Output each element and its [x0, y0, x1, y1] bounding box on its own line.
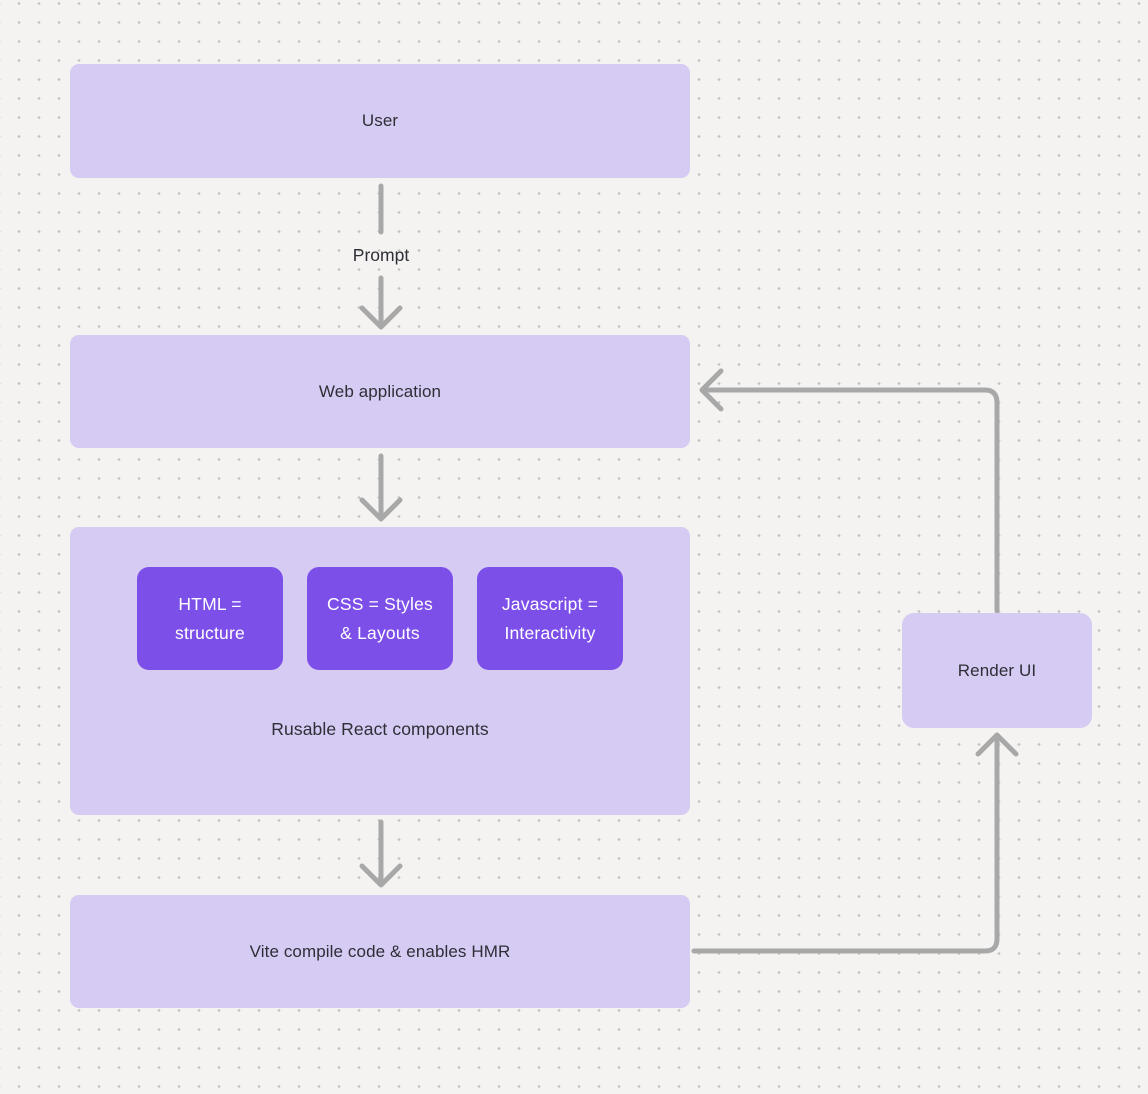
node-web-application-label: Web application	[318, 381, 442, 401]
arrowhead-down-vite	[359, 863, 403, 888]
node-render-ui[interactable]: Render UI	[902, 613, 1092, 728]
arrowhead-down-webapp	[359, 305, 403, 330]
chip-javascript[interactable]: Javascript = Interactivity	[477, 567, 623, 670]
arrowhead-down-group	[359, 497, 403, 522]
chip-javascript-label: Javascript = Interactivity	[501, 593, 599, 643]
chip-html-label: HTML = structure	[175, 593, 245, 643]
connector-render-to-webapp	[700, 387, 1000, 614]
node-vite[interactable]: Vite compile code & enables HMR	[70, 895, 690, 1008]
node-web-application[interactable]: Web application	[70, 335, 690, 448]
chip-html[interactable]: HTML = structure	[137, 567, 283, 670]
node-render-ui-label: Render UI	[957, 660, 1037, 680]
connector-vite-to-render	[691, 734, 1000, 954]
edge-label-prompt-text: Prompt	[352, 245, 410, 265]
chip-css[interactable]: CSS = Styles & Layouts	[307, 567, 453, 670]
arrowhead-up-render	[975, 732, 1019, 757]
node-user[interactable]: User	[70, 64, 690, 178]
components-group-caption: Rusable React components	[271, 719, 489, 739]
node-vite-label: Vite compile code & enables HMR	[249, 941, 511, 961]
edge-label-prompt[interactable]: Prompt	[321, 245, 441, 266]
chip-css-label: CSS = Styles & Layouts	[327, 593, 433, 643]
node-components-group[interactable]: HTML = structure CSS = Styles & Layouts …	[70, 527, 690, 815]
arrowhead-left-webapp	[699, 368, 724, 412]
node-user-label: User	[361, 111, 399, 130]
